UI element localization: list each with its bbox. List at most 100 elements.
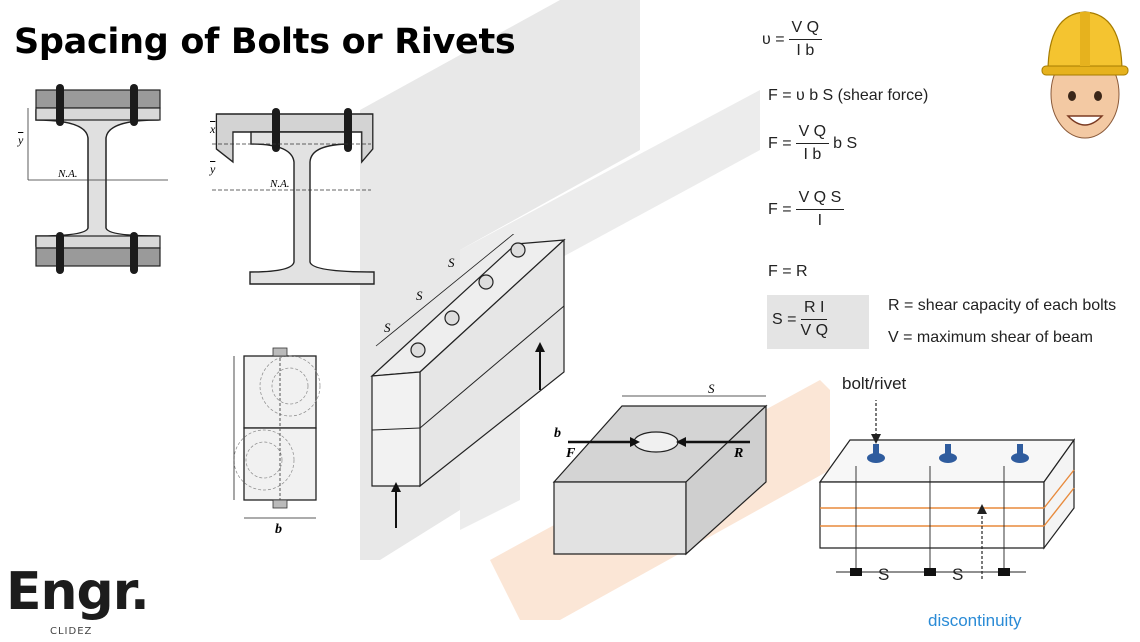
bolt-nut	[272, 499, 288, 509]
s-label: S	[708, 381, 715, 396]
logo-subtitle: CLIDEZ	[50, 626, 93, 637]
bolt-head	[478, 274, 494, 290]
bolt-head	[510, 242, 526, 258]
block-front-face	[553, 481, 687, 555]
bolt-shank	[945, 444, 951, 460]
engr-logo: Engr.	[6, 562, 150, 622]
s-dimension	[375, 234, 515, 347]
numerator: V Q	[795, 124, 830, 144]
bolt	[272, 108, 280, 152]
growth-ring	[245, 441, 283, 479]
top-flange	[35, 107, 161, 121]
bolt-head	[444, 310, 460, 326]
r-label: R	[734, 446, 744, 461]
s-label: S	[416, 288, 423, 303]
formula-force-substitution: F = V Q I b b S	[768, 124, 857, 163]
dimension-tick	[850, 568, 862, 576]
numerator: V Q S	[795, 190, 845, 210]
bolt	[130, 84, 138, 126]
denominator: I	[817, 212, 823, 229]
bolt-shank	[1017, 444, 1023, 460]
numerator: R I	[801, 300, 828, 320]
denominator: I b	[796, 42, 815, 59]
ybar-label: y	[210, 162, 216, 176]
b-label: b	[554, 426, 561, 441]
engineer-mascot-icon	[1041, 11, 1129, 139]
fraction: V Q I b	[795, 124, 830, 163]
bottom-plate	[35, 247, 161, 267]
beam-front-face	[819, 481, 1045, 549]
beam-web	[35, 109, 159, 247]
bolted-timber-beam-diagram	[370, 234, 566, 528]
slide-title: Spacing of Bolts or Rivets	[14, 22, 516, 62]
formula-lhs: υ =	[762, 30, 785, 48]
arrowhead	[535, 342, 545, 352]
definition-r: R = shear capacity of each bolts	[888, 297, 1117, 314]
f-label: F	[566, 446, 576, 461]
formula-force-simplified: F = V Q S I	[768, 190, 848, 229]
formula-shear-force: F = υ b S (shear force)	[768, 87, 929, 104]
s-label: S	[952, 565, 964, 584]
shear-block-diagram	[552, 395, 768, 556]
fraction: R I V Q	[800, 300, 828, 339]
bottom-flange	[35, 235, 161, 249]
top-plate	[35, 89, 161, 109]
arrowhead	[871, 434, 881, 444]
fraction: V Q I b	[788, 20, 823, 59]
hat-ridge	[1080, 12, 1090, 66]
growth-ring	[259, 355, 321, 417]
xbar-label: x	[210, 122, 216, 136]
bolt	[130, 232, 138, 274]
numerator: V Q	[788, 20, 823, 40]
formula-force-equals-r: F = R	[768, 263, 808, 280]
dimension-tick	[924, 568, 936, 576]
built-up-beam-diagram	[27, 84, 168, 274]
timber-end-view-diagram	[233, 347, 321, 519]
denominator: I b	[803, 146, 822, 163]
formula-shear-flow: υ = V Q I b	[762, 20, 826, 59]
bolt-head	[410, 342, 426, 358]
fraction: V Q S I	[795, 190, 845, 229]
eye	[1068, 91, 1076, 101]
formula-rhs: b S	[833, 134, 858, 152]
s-label: S	[448, 255, 455, 270]
arrowhead	[630, 437, 640, 447]
bolt	[56, 84, 64, 126]
bolt-shank	[873, 444, 879, 460]
arrowhead	[391, 482, 401, 492]
ybar-label: y	[18, 133, 24, 147]
bolt	[56, 232, 64, 274]
arrowhead	[676, 437, 686, 447]
neutral-axis-label: N.A.	[58, 168, 78, 180]
formula-spacing: S = R I V Q	[772, 300, 832, 339]
bolt-rivet-label: bolt/rivet	[842, 374, 907, 393]
s-label: S	[878, 565, 890, 584]
joint-line	[419, 305, 565, 429]
formula-lhs: S =	[772, 310, 797, 328]
layer-line	[1043, 487, 1075, 527]
spacing-formula-box	[767, 295, 869, 349]
smile	[1066, 115, 1104, 126]
tee-beam-diagram	[212, 108, 375, 285]
growth-ring	[233, 429, 295, 491]
s-label: S	[384, 320, 391, 335]
joint-line	[371, 427, 421, 431]
channel-cap	[215, 113, 374, 164]
bolt	[344, 108, 352, 152]
discontinuity-label: discontinuity	[928, 611, 1022, 630]
definition-v: V = maximum shear of beam	[888, 329, 1093, 346]
dimension-tick	[998, 568, 1010, 576]
growth-ring	[271, 367, 309, 405]
hat-brim	[1041, 65, 1129, 76]
bolt-head	[272, 347, 288, 357]
denominator: V Q	[800, 322, 829, 339]
upper-timber	[243, 355, 317, 429]
layered-beam-diagram	[818, 400, 1076, 580]
formula-lhs: F =	[768, 200, 792, 218]
formula-lhs: F =	[768, 134, 792, 152]
neutral-axis-label: N.A.	[270, 178, 290, 190]
b-label: b	[275, 522, 282, 537]
tee-section	[249, 131, 375, 285]
eye	[1094, 91, 1102, 101]
